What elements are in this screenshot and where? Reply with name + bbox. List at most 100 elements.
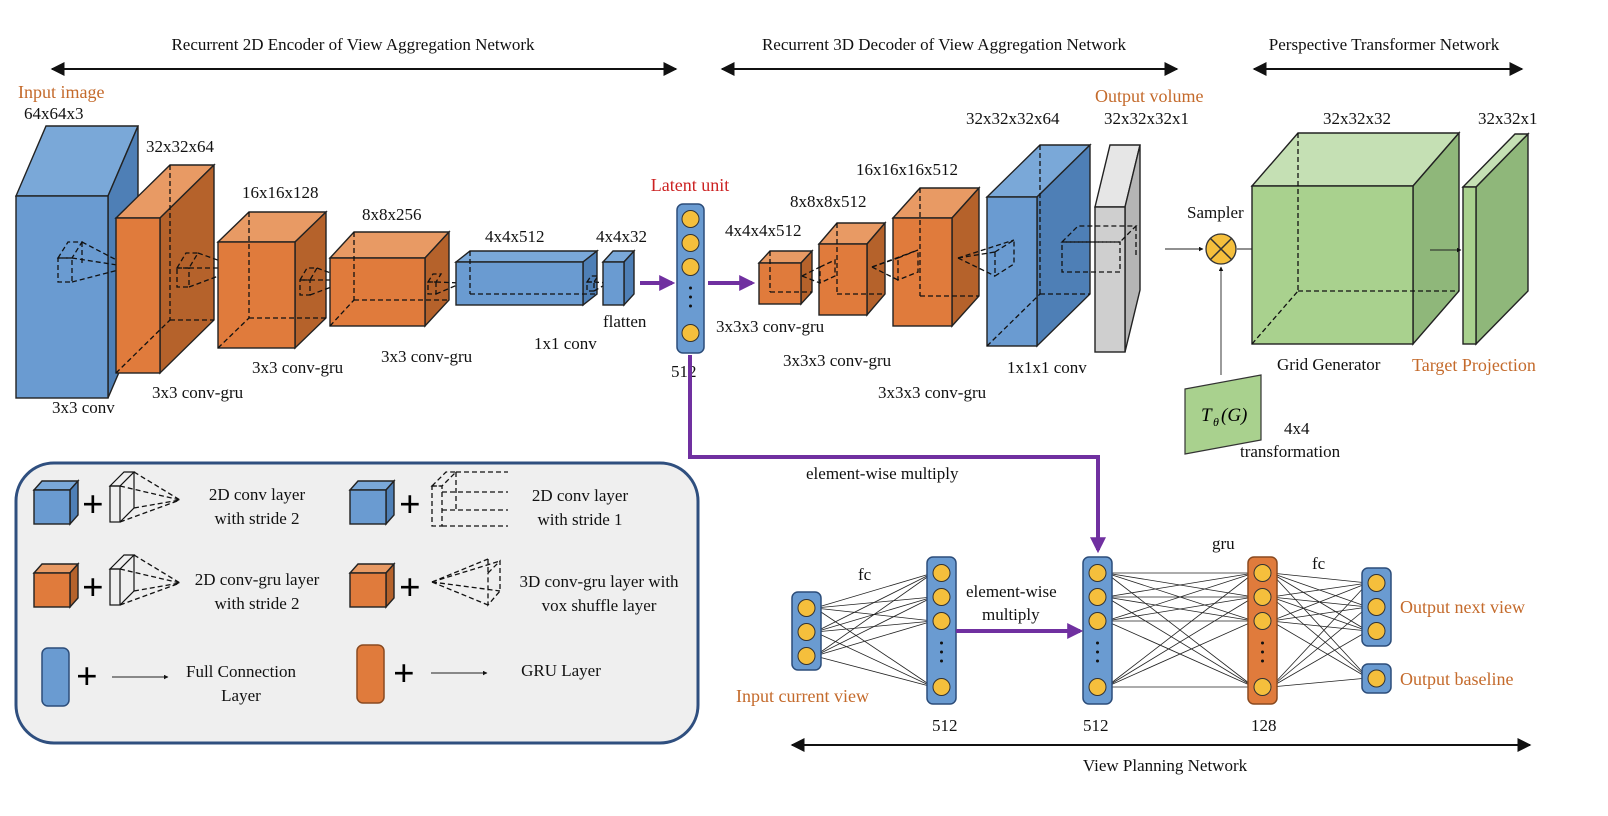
- legend-conv-stride1-icon: [430, 471, 508, 527]
- encoder-input-slab: [14, 125, 140, 399]
- legend-plus-icon: +: [82, 484, 104, 526]
- legend-blue-cube-icon: [32, 479, 80, 526]
- multiply-top-label: element-wise multiply: [806, 464, 959, 483]
- gru1-dim-label: 32x32x64: [146, 137, 215, 156]
- fc2-label: fc: [1312, 554, 1326, 573]
- output-volume-slab: [1060, 144, 1141, 353]
- legend-item-3-line2: with stride 2: [215, 594, 300, 613]
- legend-orange-cube-icon: [348, 562, 396, 609]
- encoder-section-title: Recurrent 2D Encoder of View Aggregation…: [171, 35, 535, 54]
- conv-op-label: 3x3 conv: [52, 398, 115, 417]
- vpn-edge: [1105, 572, 1255, 688]
- output-baseline-label: Output baseline: [1400, 669, 1513, 689]
- dec4-dim-label: 32x32x32x64: [966, 109, 1060, 128]
- vpn-multiply-column: [1082, 556, 1113, 705]
- legend-gru-layer-icon: [356, 644, 385, 704]
- output-volume-label: Output volume: [1095, 86, 1204, 106]
- legend-item-4-line2: vox shuffle layer: [542, 596, 657, 615]
- transformation-card: T θ (G): [1184, 374, 1262, 455]
- dec2-op-label: 3x3x3 conv-gru: [783, 351, 892, 370]
- decoder-gru-2: [801, 221, 887, 317]
- legend-item-6-line1: GRU Layer: [521, 661, 601, 680]
- vpn-edge: [1105, 572, 1255, 622]
- vpn-section-title: View Planning Network: [1083, 756, 1248, 775]
- vpn-edge: [1270, 606, 1369, 688]
- vpn-edge: [814, 631, 934, 688]
- legend-panel: + 2D conv layer with stride 2 +: [14, 461, 700, 745]
- legend-item-1-line1: 2D conv layer: [209, 485, 306, 504]
- latent-to-vpn-path: [688, 355, 1106, 554]
- vpn-edge: [1270, 582, 1369, 622]
- vpn-edge: [814, 572, 934, 609]
- legend-vox-shuffle-icon: [431, 558, 501, 607]
- transform-label-1: 4x4: [1284, 419, 1310, 438]
- grid-generator-cube: [1250, 131, 1461, 346]
- encoder-conv-1x1: [453, 249, 609, 307]
- multiply-mid-label-1: element-wise: [966, 582, 1057, 601]
- legend-fc-layer-icon: [41, 647, 70, 707]
- latent-unit-column: [676, 203, 705, 354]
- vpn-edge: [1270, 676, 1369, 688]
- vpn-edge: [814, 596, 934, 657]
- sampler-label: Sampler: [1187, 203, 1244, 222]
- vpn-input-label: Input current view: [736, 686, 869, 706]
- decoder-conv-1x1x1: [957, 143, 1092, 348]
- legend-plus-icon: +: [393, 653, 415, 695]
- gru3-dim-label: 8x8x256: [362, 205, 422, 224]
- gru2-op-label: 3x3 conv-gru: [252, 358, 344, 377]
- vpn-edge: [814, 620, 934, 657]
- grid-dim-label: 32x32x32: [1323, 109, 1391, 128]
- gru3-op-label: 3x3 conv-gru: [381, 347, 473, 366]
- target-projection-slab: [1461, 132, 1530, 346]
- vpn-edge: [814, 655, 934, 689]
- legend-item-3-line1: 2D conv-gru layer: [195, 570, 320, 589]
- legend-item-1-line2: with stride 2: [215, 509, 300, 528]
- vpn-edge: [1270, 581, 1369, 598]
- legend-plus-icon: +: [76, 656, 98, 698]
- vpn-edge: [1105, 595, 1255, 622]
- vpn-edge: [814, 572, 934, 657]
- vpn-edge: [1270, 572, 1369, 585]
- vpn-output-next-column: [1361, 567, 1392, 647]
- legend-orange-cube-icon: [32, 562, 80, 609]
- vpn-edge: [1270, 620, 1369, 679]
- decoder-section-title: Recurrent 3D Decoder of View Aggregation…: [762, 35, 1127, 54]
- vpn-edge: [814, 607, 934, 688]
- encoder-gru-1: [114, 163, 241, 375]
- legend-item-5-line1: Full Connection: [186, 662, 297, 681]
- conv1x1-op-label: 1x1 conv: [534, 334, 597, 353]
- gru1-op-label: 3x3 conv-gru: [152, 383, 244, 402]
- latent-size-label: 512: [671, 362, 697, 381]
- target-projection-label: Target Projection: [1412, 355, 1536, 375]
- fc1-label: fc: [858, 565, 872, 584]
- input-dim-label: 64x64x3: [24, 104, 84, 123]
- dec1-op-label: 3x3x3 conv-gru: [716, 317, 825, 336]
- legend-plus-icon: +: [82, 567, 104, 609]
- legend-item-2-line1: 2D conv layer: [532, 486, 629, 505]
- target-dim-label: 32x32x1: [1478, 109, 1538, 128]
- gru-label: gru: [1212, 534, 1235, 553]
- latent-unit-label: Latent unit: [651, 175, 729, 195]
- vpn-edge: [1270, 572, 1369, 679]
- transform-label-2: transformation: [1240, 442, 1341, 461]
- encoder-gru-2: [216, 210, 351, 350]
- dec3-op-label: 3x3x3 conv-gru: [878, 383, 987, 402]
- legend-item-2-line2: with stride 1: [538, 510, 623, 529]
- decoder-gru-3: [871, 186, 981, 328]
- output-volume-dim-label: 32x32x32x1: [1104, 109, 1189, 128]
- vpn-size-3: 128: [1251, 716, 1277, 735]
- vpn-edge: [814, 572, 934, 633]
- sampler-node: [1205, 233, 1237, 265]
- vpn-connections: [814, 571, 1369, 689]
- vpn-edge: [1270, 630, 1369, 688]
- vpn-output-baseline-column: [1361, 663, 1392, 694]
- transform-symbol: T: [1201, 405, 1213, 426]
- legend-item-4-line1: 3D conv-gru layer with: [519, 572, 679, 591]
- vpn-size-2: 512: [1083, 716, 1109, 735]
- vpn-edge: [1270, 582, 1369, 688]
- dec2-dim-label: 8x8x8x512: [790, 192, 867, 211]
- transform-argument: (G): [1221, 405, 1247, 426]
- legend-plus-icon: +: [399, 567, 421, 609]
- gru2-dim-label: 16x16x128: [242, 183, 319, 202]
